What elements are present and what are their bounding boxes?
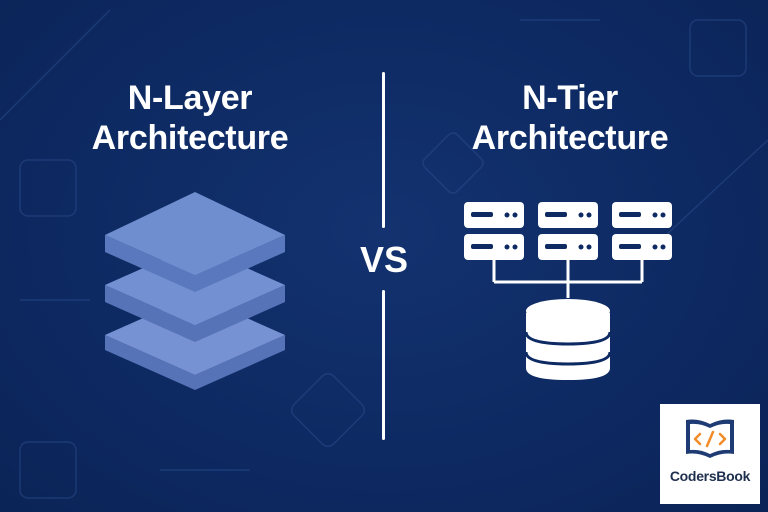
codersbook-logo: CodersBook [660, 404, 760, 504]
n-layer-title-line1: N-Layer [127, 79, 253, 117]
server-icon [612, 202, 672, 260]
n-tier-diagram [464, 202, 672, 380]
deco-line [0, 9, 111, 121]
book-code-icon [686, 419, 734, 458]
connector-lines [492, 260, 644, 298]
database-icon [524, 299, 612, 380]
deco-square [19, 441, 77, 499]
deco-square [689, 19, 747, 77]
stacked-layers-icon [105, 192, 285, 390]
divider-top [382, 72, 385, 228]
layer-top [105, 192, 285, 292]
n-layer-title-line2: Architecture [91, 119, 289, 157]
server-icon [464, 202, 524, 260]
divider-bottom [382, 290, 385, 440]
deco-square [19, 159, 77, 217]
server-group [464, 202, 672, 260]
logo-text: CodersBook [669, 468, 751, 484]
n-tier-title-line1: N-Tier [522, 79, 618, 117]
server-detail [471, 212, 666, 250]
deco-line [649, 139, 768, 251]
n-layer-title: N-Layer Architecture [40, 78, 340, 158]
n-tier-title: N-Tier Architecture [420, 78, 720, 158]
deco-square [422, 132, 484, 194]
n-tier-title-line2: Architecture [471, 119, 669, 157]
server-icon [538, 202, 598, 260]
deco-square [290, 372, 366, 448]
vs-label: VS [359, 239, 409, 280]
